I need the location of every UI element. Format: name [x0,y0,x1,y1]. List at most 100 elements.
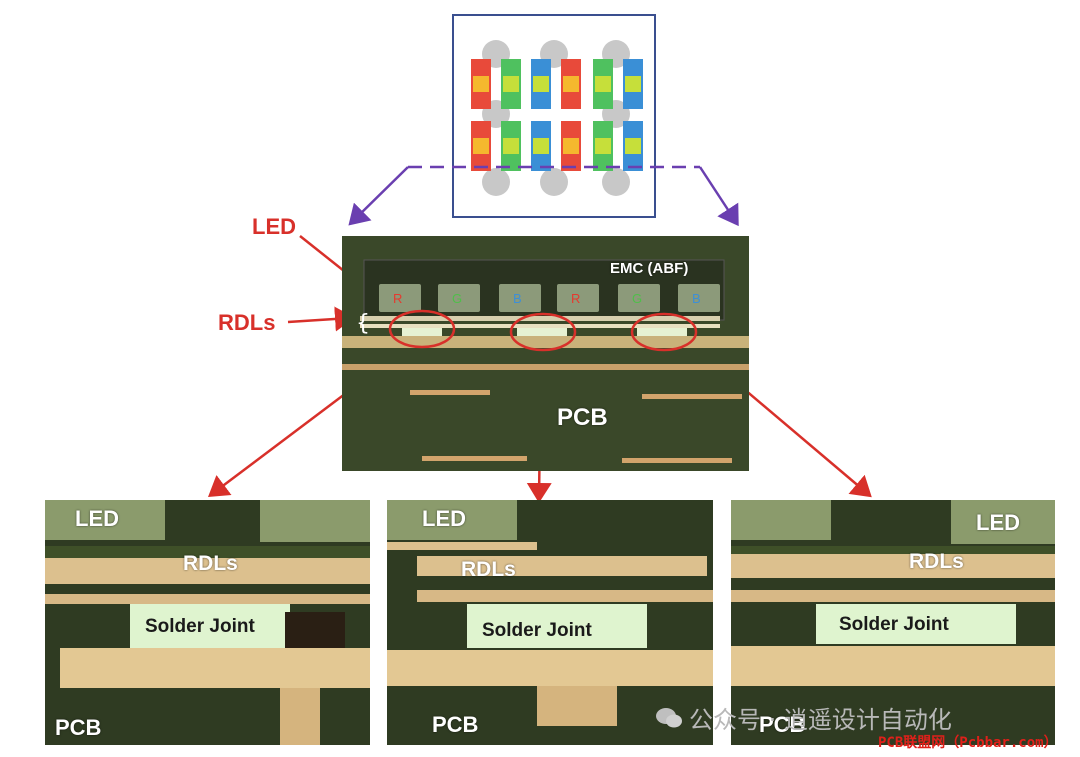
photo-solder-label: Solder Joint [839,614,949,635]
led-subpixel [472,60,490,76]
photo-rdls-label: RDLs [461,558,516,581]
led-subpixel [594,76,612,92]
top-view-schematic [452,14,656,218]
led-subpixel [624,76,642,92]
led-pixel-outline [531,59,551,109]
led-subpixel [624,138,642,154]
photo-solder-label: Solder Joint [482,620,592,641]
rdl-band [417,556,707,576]
led-chip [678,284,720,312]
led-subpixel [594,122,612,138]
pcb-copper [387,650,713,686]
highlight-circle [630,312,698,352]
led-chip [379,284,421,312]
led-subpixel [562,138,580,154]
led-subpixel [502,60,520,76]
led-subpixel [624,92,642,108]
led-subpixel [472,92,490,108]
pcb-copper [60,648,370,688]
rdl-callout-label: RDLs [218,310,276,335]
magnified-photo-middle: LED RDLs Solder Joint PCB [387,500,713,745]
emc-label: EMC (ABF) [610,260,689,277]
photo-led-label: LED [422,506,466,531]
pcb-trace [422,456,527,461]
led-chip [499,284,541,312]
rdl-band [45,558,370,584]
source-credit: PCB联盟网（Pcbbar.com） [878,735,1058,751]
led-pixel-outline [501,59,521,109]
photo-pcb-label: PCB [432,712,479,737]
rdl-band [731,590,1055,602]
chip-color-letter: G [632,291,642,306]
cut-arrow-right [698,166,739,227]
bump-pad [540,168,568,196]
chip-color-letter: G [452,291,462,306]
led-subpixel [562,76,580,92]
led-subpixel [472,138,490,154]
pcb-trace [410,390,490,395]
led-subpixel [624,122,642,138]
rdl-callout-arrow [287,306,355,332]
led-pixel-outline [593,121,613,171]
magnified-photo-left: LED RDLs Solder Joint PCB [45,500,370,745]
pcb-copper [731,646,1055,686]
led-subpixel [532,60,550,76]
solder-joint [130,604,290,648]
photo-solder-label: Solder Joint [145,616,255,637]
led-subpixel [532,92,550,108]
led-subpixel [502,122,520,138]
wechat-icon [656,707,682,727]
photo-led-label: LED [75,506,119,531]
led-subpixel [562,60,580,76]
bump-pad [482,168,510,196]
chip-color-letter: B [513,291,522,306]
rdl-layer-bottom [360,324,720,328]
led-subpixel [562,92,580,108]
chip-color-letter: B [692,291,701,306]
pcb-trace [642,394,742,399]
led-subpixel [472,76,490,92]
photo-rdls-label: RDLs [183,552,238,575]
watermark-text: 公众号 · 逍遥设计自动化 [689,706,952,734]
led-pixel-outline [471,59,491,109]
led-subpixel [472,122,490,138]
photo-pcb-label: PCB [759,712,806,737]
led-subpixel [502,92,520,108]
led-pixel-outline [501,121,521,171]
led-subpixel [594,138,612,154]
cut-arrow-left [348,166,409,226]
led-pixel-outline [623,121,643,171]
pcb-copper-mid [342,364,749,370]
led-chip [557,284,599,312]
led-chip [438,284,480,312]
bump-pad [602,168,630,196]
rdl-band [731,554,1055,578]
led-subpixel [594,60,612,76]
led-subpixel [594,92,612,108]
pcb-label: PCB [557,404,608,431]
led-subpixel [624,60,642,76]
highlight-circle [388,309,456,349]
chip-color-letter: R [571,291,580,306]
highlight-circle [509,312,577,352]
photo-pcb-label: PCB [55,715,102,740]
watermark: 公众号 · 逍遥设计自动化 [655,700,952,735]
led-subpixel [502,76,520,92]
rdl-band [45,594,370,604]
rdl-brace: { [356,311,370,336]
rdl-band [417,590,713,602]
pcb-copper-top [342,336,749,348]
led-pixel-outline [531,121,551,171]
led-subpixel [562,122,580,138]
led-callout-label: LED [252,214,296,239]
photo-led-label: LED [976,510,1020,535]
led-subpixel [502,138,520,154]
led-pixel-outline [471,121,491,171]
led-pixel-outline [623,59,643,109]
magnified-photo-right: LED RDLs Solder Joint PCB [731,500,1055,745]
led-pixel-outline [561,59,581,109]
led-subpixel [532,122,550,138]
